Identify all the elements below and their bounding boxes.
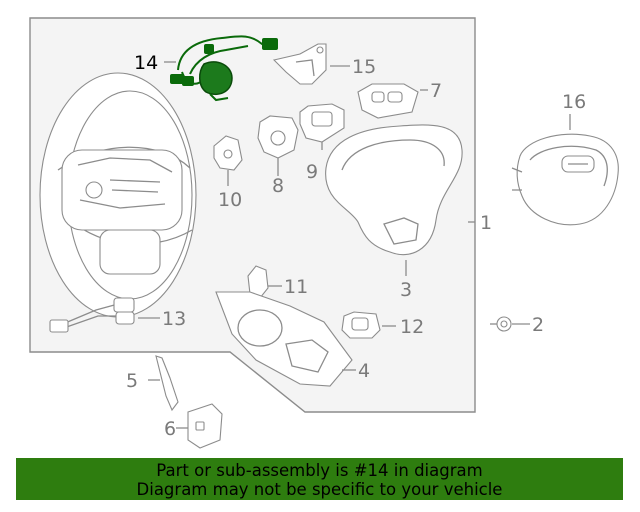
callout-7: 7 [430, 80, 442, 102]
info-banner: Part or sub-assembly is #14 in diagram D… [16, 458, 623, 500]
callout-8: 8 [272, 175, 284, 197]
callout-11: 11 [284, 276, 308, 298]
callout-13: 13 [162, 308, 186, 330]
callout-9: 9 [306, 161, 318, 183]
part-3-cover [325, 124, 463, 256]
callout-labels: 1 2 3 4 5 6 7 8 9 10 11 12 13 14 15 16 [126, 52, 586, 440]
part-12-switch [341, 311, 381, 339]
part-15-bracket [272, 43, 327, 85]
banner-line-2: Diagram may not be specific to your vehi… [136, 480, 503, 499]
callout-14: 14 [134, 52, 158, 74]
part-13-harness [49, 297, 135, 333]
parts-diagram: 1 2 3 4 5 6 7 8 9 10 11 12 13 14 15 16 [29, 17, 619, 449]
callout-12: 12 [400, 316, 424, 338]
callout-4: 4 [358, 360, 370, 382]
part-6-cover [187, 403, 223, 449]
callout-5: 5 [126, 370, 138, 392]
callout-6: 6 [164, 418, 176, 440]
callout-1: 1 [480, 212, 492, 234]
callout-15: 15 [352, 56, 376, 78]
leader-lines [138, 61, 571, 429]
steering-wheel-illustration [39, 72, 197, 318]
callout-3: 3 [400, 279, 412, 301]
part-14-wire-harness [170, 35, 278, 102]
part-2-screw [490, 316, 512, 332]
callout-10: 10 [218, 189, 242, 211]
part-8-switch [257, 115, 299, 159]
banner-line-1: Part or sub-assembly is #14 in diagram [156, 461, 483, 480]
part-5-bracket [155, 355, 179, 412]
part-10-switch [213, 135, 243, 171]
part-9-switch [299, 103, 345, 143]
part-7-switch [357, 83, 419, 119]
callout-2: 2 [532, 314, 544, 336]
callout-16: 16 [562, 91, 586, 113]
part-4-lower-trim [215, 291, 353, 387]
part-16-airbag-module [511, 133, 619, 226]
